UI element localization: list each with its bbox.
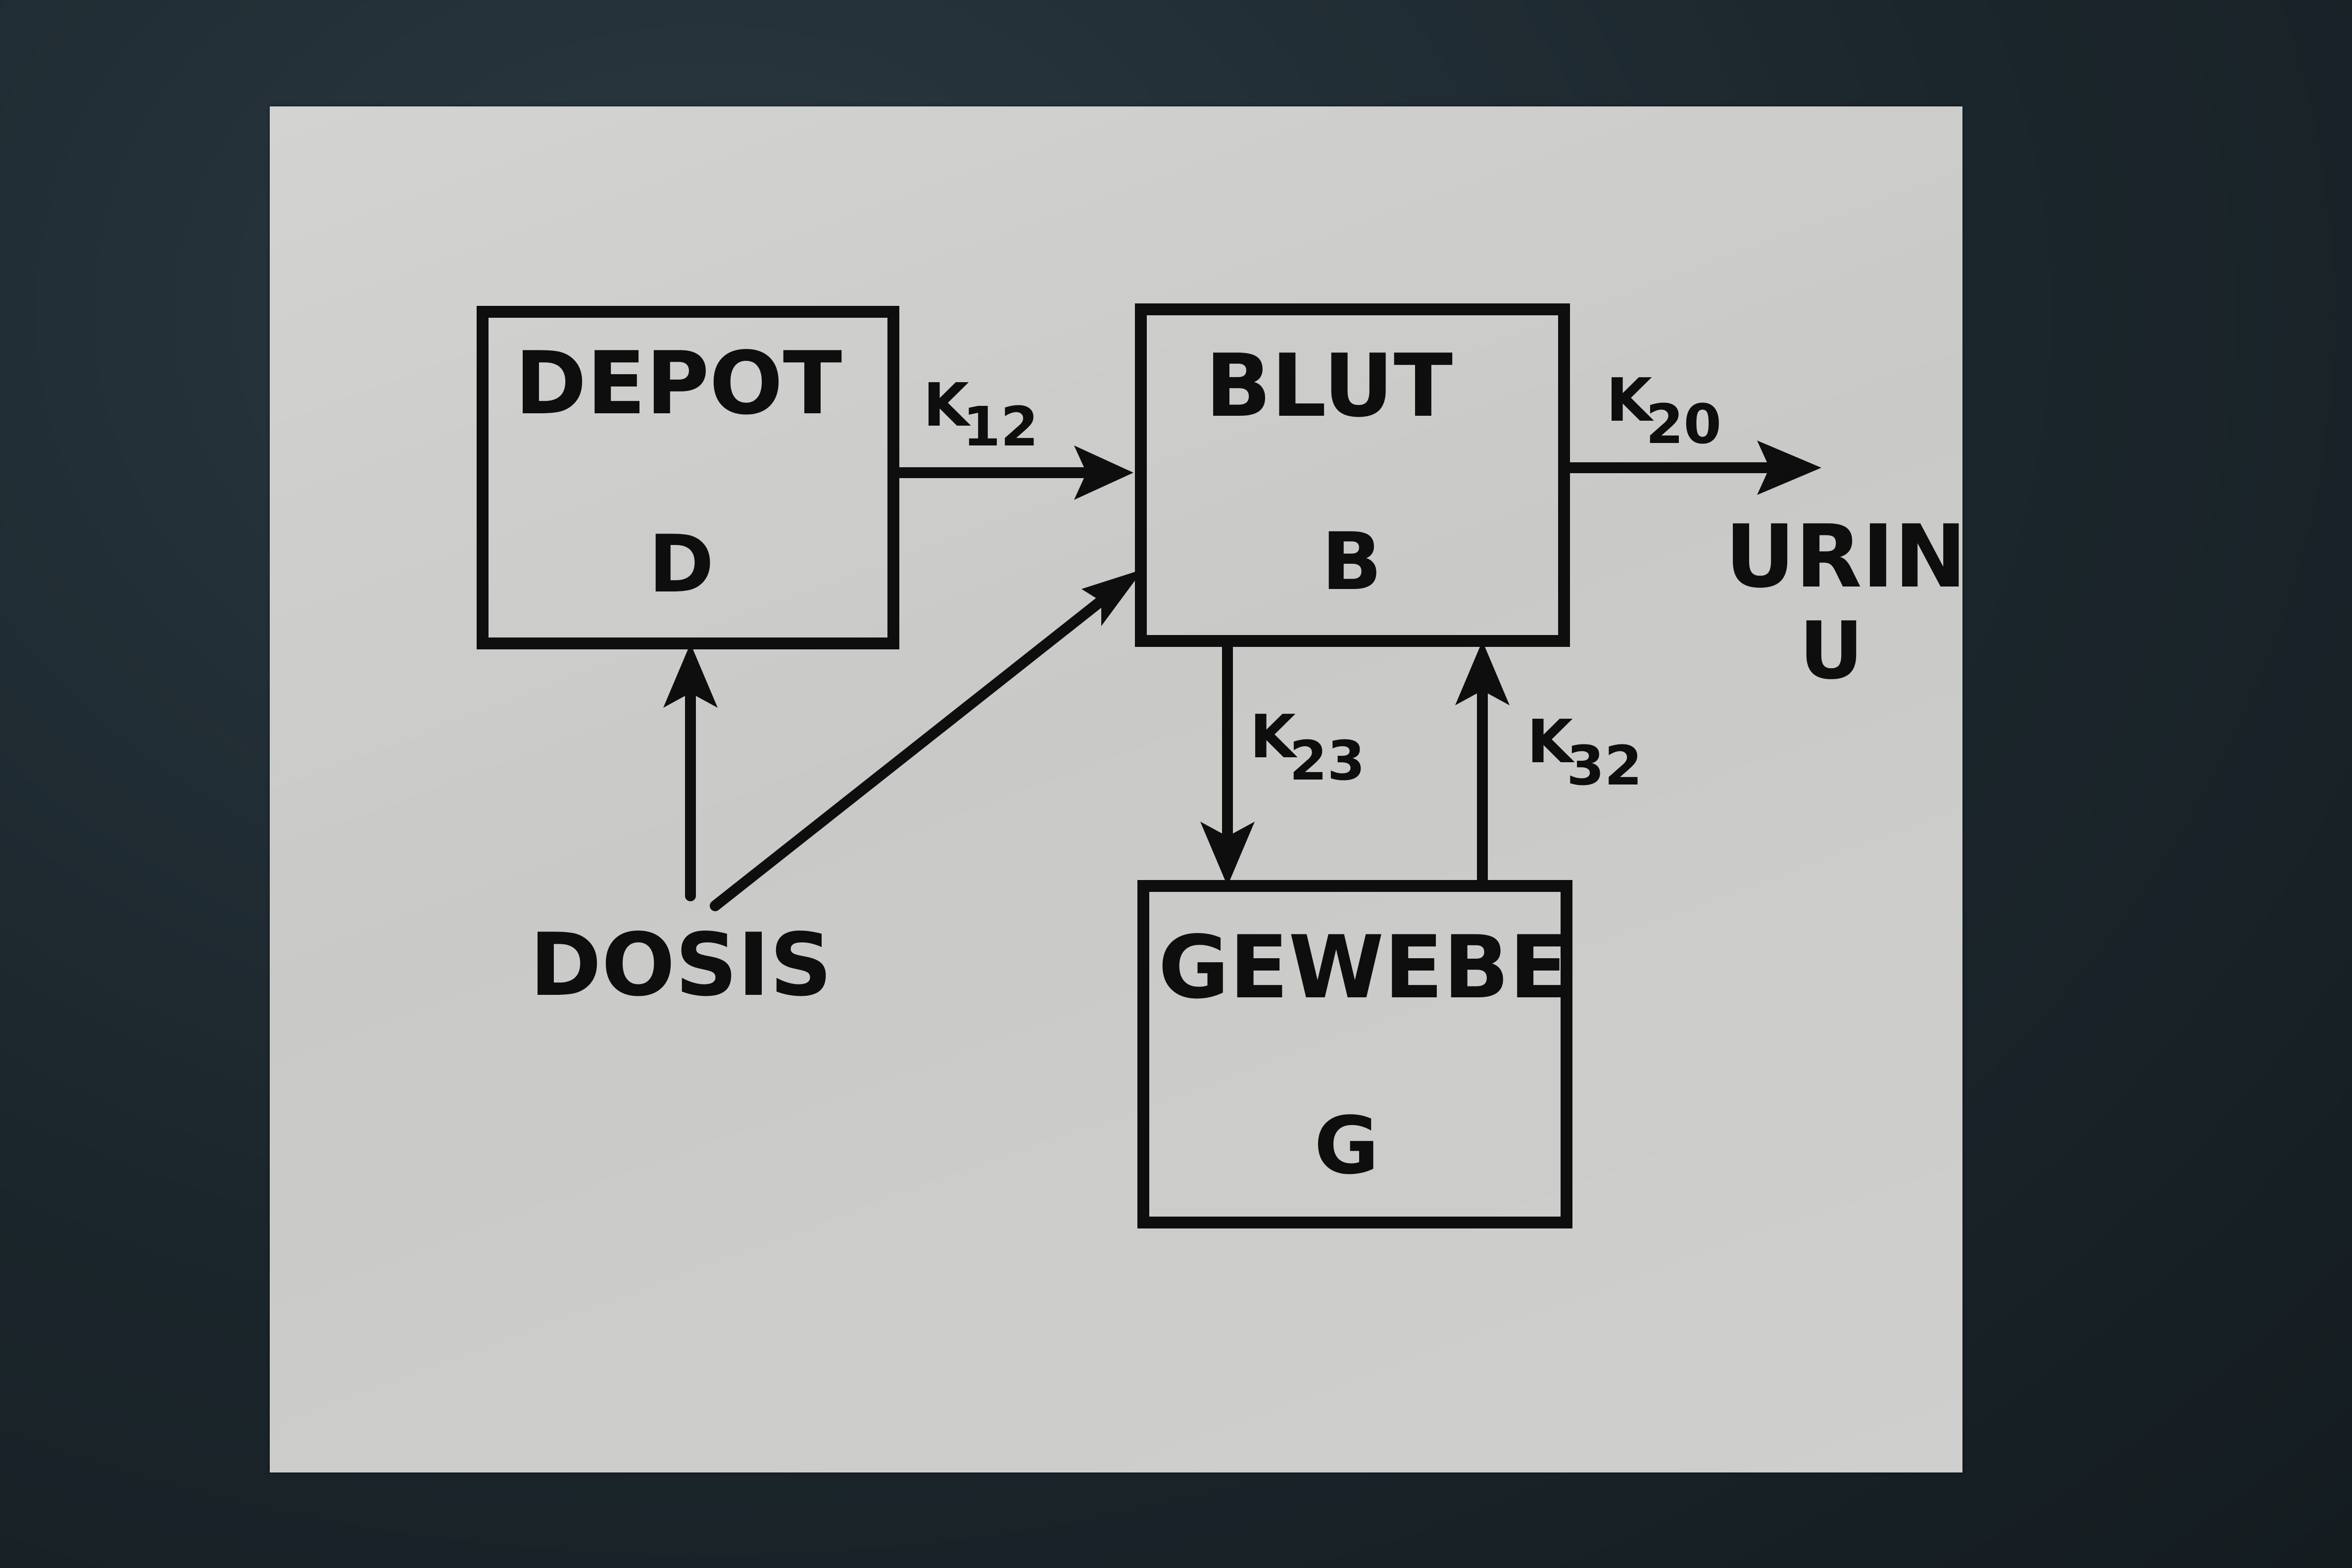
urin-title: URIN [1725,507,1966,607]
k20-base: K [1606,366,1654,435]
rate-label-k20: K 20 [1606,366,1721,456]
gewebe-symbol: G [1314,1099,1379,1192]
arrow-dosis-to-depot [663,643,718,901]
arrow-k20 [1559,441,1821,495]
blut-title: BLUT [1205,336,1453,437]
k20-sub: 20 [1646,392,1721,456]
arrow-dosis-to-blut [710,569,1143,911]
dosis-label: DOSIS [530,915,832,1016]
urin-output: URIN U [1725,507,1966,697]
depot-compartment: DEPOT D [477,306,899,649]
gewebe-title: GEWEBE [1158,918,1568,1018]
arrow-k12 [888,445,1133,500]
rate-label-k12: K 12 [923,371,1038,458]
urin-symbol: U [1799,604,1863,697]
depot-symbol: D [648,518,714,610]
gewebe-box [1137,880,1572,1228]
blut-symbol: B [1322,515,1382,608]
rate-label-k32: K 32 [1527,708,1642,797]
arrow-k32 [1455,641,1510,891]
k12-base: K [923,371,971,440]
k32-base: K [1527,708,1575,777]
gewebe-compartment: GEWEBE G [1137,880,1572,1228]
k32-sub: 32 [1567,734,1642,797]
blut-box [1135,303,1570,647]
depot-title: DEPOT [515,334,842,434]
arrow-k23 [1200,636,1255,886]
diagram-card [270,106,1962,1472]
blut-compartment: BLUT B [1135,303,1570,647]
k23-base: K [1250,703,1298,772]
rate-label-k23: K 23 [1250,703,1365,792]
k12-sub: 12 [963,395,1038,458]
k23-sub: 23 [1289,729,1365,792]
